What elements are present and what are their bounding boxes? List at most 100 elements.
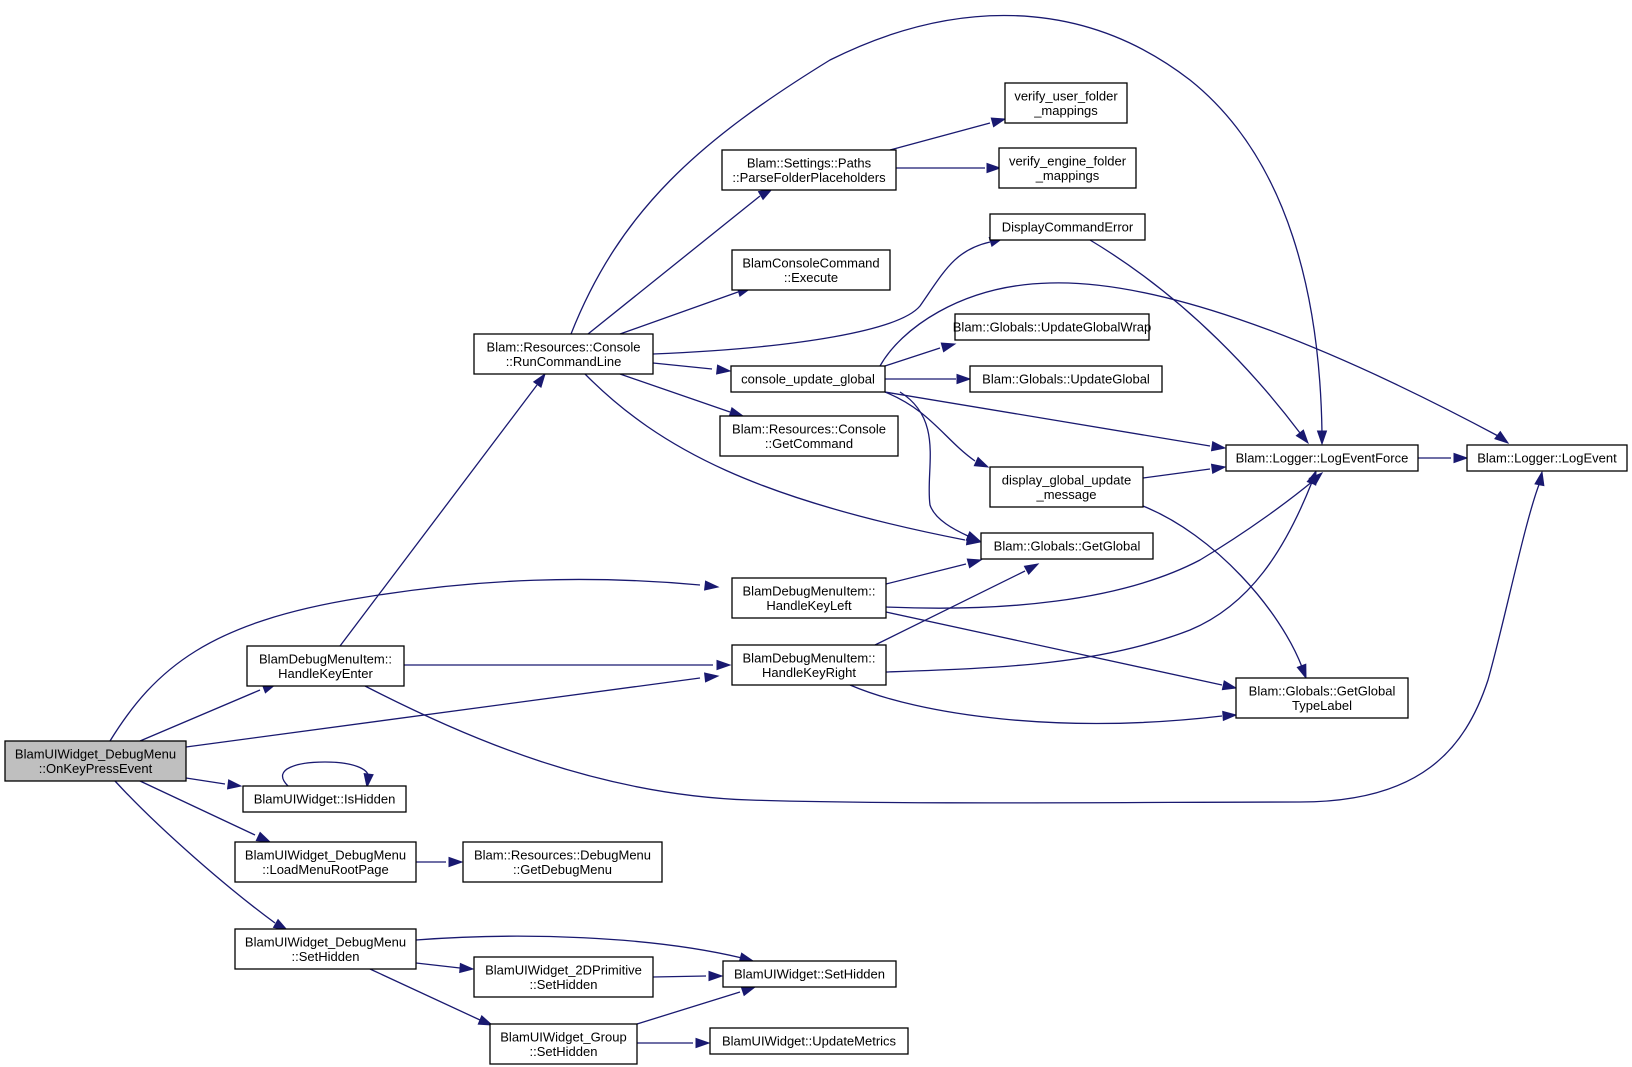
node-ishid[interactable]: BlamUIWidget::IsHidden	[242, 785, 407, 813]
node-label: ::SetHidden	[530, 1044, 598, 1059]
node-ug[interactable]: Blam::Globals::UpdateGlobal	[969, 365, 1163, 393]
edge-arrowhead	[226, 779, 243, 790]
node-box	[242, 785, 407, 813]
node-label: console_update_global	[741, 372, 875, 387]
node-paths[interactable]: Blam::Settings::Paths::ParseFolderPlaceh…	[721, 149, 897, 191]
node-box	[969, 365, 1163, 393]
edge-dmsethid-to-p2d	[415, 962, 475, 974]
node-label: HandleKeyRight	[762, 665, 856, 680]
node-label: HandleKeyEnter	[278, 666, 373, 681]
edge-arrowhead	[716, 659, 732, 671]
node-label: verify_user_folder	[1014, 88, 1118, 103]
edge-arrowhead	[990, 117, 1007, 128]
node-left[interactable]: BlamDebugMenuItem::HandleKeyLeft	[731, 577, 887, 619]
node-le[interactable]: Blam::Logger::LogEvent	[1466, 444, 1628, 472]
edge-line	[889, 122, 991, 151]
node-box	[719, 415, 899, 457]
node-right[interactable]: BlamDebugMenuItem::HandleKeyRight	[731, 644, 887, 686]
node-label: BlamUIWidget_2DPrimitive	[485, 962, 642, 977]
node-label: ::Execute	[784, 270, 838, 285]
node-wsethid[interactable]: BlamUIWidget::SetHidden	[722, 960, 897, 988]
node-getdbg[interactable]: Blam::Resources::DebugMenu::GetDebugMenu	[462, 841, 663, 883]
edge-runcmd-to-cug	[652, 362, 732, 375]
node-cug[interactable]: console_update_global	[730, 365, 886, 393]
node-enter[interactable]: BlamDebugMenuItem::HandleKeyEnter	[246, 645, 405, 687]
edge-line	[364, 481, 1541, 804]
node-upd[interactable]: BlamUIWidget::UpdateMetrics	[709, 1027, 909, 1055]
edge-arrowhead	[716, 364, 732, 375]
node-label: BlamUIWidget::IsHidden	[254, 792, 396, 807]
node-veng[interactable]: verify_engine_folder_mappings	[998, 147, 1137, 189]
node-label: Blam::Globals::GetGlobal	[1249, 683, 1396, 698]
node-p2d[interactable]: BlamUIWidget_2DPrimitive::SetHidden	[473, 956, 654, 998]
edge-root-to-left	[109, 578, 720, 742]
node-label: Blam::Globals::GetGlobal	[994, 539, 1141, 554]
node-label: BlamDebugMenuItem::	[743, 583, 876, 598]
node-label: BlamUIWidget::SetHidden	[734, 967, 885, 982]
node-dmsethid[interactable]: BlamUIWidget_DebugMenu::SetHidden	[234, 928, 417, 970]
node-box	[4, 740, 187, 782]
edge-runcmd-to-lef	[570, 14, 1328, 446]
edge-line	[899, 391, 969, 537]
node-root[interactable]: BlamUIWidget_DebugMenu::OnKeyPressEvent	[4, 740, 187, 782]
edge-arrowhead	[1222, 710, 1238, 722]
node-label: Blam::Globals::UpdateGlobal	[982, 372, 1150, 387]
edge-line	[885, 563, 967, 585]
edge-line	[619, 373, 731, 413]
edge-line	[570, 14, 1323, 434]
edge-arrowhead	[956, 373, 972, 385]
node-label: DisplayCommandError	[1002, 220, 1134, 235]
edge-line	[652, 975, 707, 978]
edge-arrowhead	[1316, 430, 1328, 446]
node-box	[998, 147, 1137, 189]
node-grp[interactable]: BlamUIWidget_Group::SetHidden	[489, 1023, 638, 1065]
node-label: ::OnKeyPressEvent	[39, 761, 153, 776]
node-dgum[interactable]: display_global_update_message	[989, 466, 1144, 508]
node-exec[interactable]: BlamConsoleCommand::Execute	[731, 249, 891, 291]
edge-p2d-to-wsethid	[652, 970, 724, 982]
node-gg[interactable]: Blam::Globals::GetGlobal	[980, 532, 1154, 560]
edge-arrowhead	[459, 962, 475, 974]
node-lef[interactable]: Blam::Logger::LogEventForce	[1225, 444, 1419, 472]
node-ugw[interactable]: Blam::Globals::UpdateGlobalWrap	[953, 313, 1151, 341]
edge-line	[587, 195, 761, 335]
edge-arrowhead	[1296, 663, 1307, 680]
node-vuser[interactable]: verify_user_folder_mappings	[1004, 82, 1128, 124]
edge-right-to-ggtl	[849, 684, 1238, 725]
edge-arrowhead	[965, 531, 982, 542]
node-getcmd[interactable]: Blam::Resources::Console::GetCommand	[719, 415, 899, 457]
node-label: ::SetHidden	[530, 977, 598, 992]
node-dce[interactable]: DisplayCommandError	[989, 213, 1146, 241]
edge-arrowhead	[477, 1015, 494, 1026]
node-box	[730, 365, 886, 393]
node-runcmd[interactable]: Blam::Resources::Console::RunCommandLine	[473, 333, 654, 375]
node-loadroot[interactable]: BlamUIWidget_DebugMenu::LoadMenuRootPage	[234, 841, 417, 883]
edge-enter-to-le	[364, 470, 1545, 804]
edge-arrowhead	[1295, 429, 1309, 445]
edge-line	[884, 391, 1211, 447]
node-layer: BlamUIWidget_DebugMenu::OnKeyPressEventB…	[4, 82, 1628, 1065]
edge-arrowhead	[532, 372, 546, 388]
node-box	[989, 466, 1144, 508]
node-box	[234, 841, 417, 883]
node-box	[246, 645, 405, 687]
node-label: ::RunCommandLine	[506, 354, 622, 369]
node-label: _message	[1036, 487, 1097, 502]
node-label: Blam::Resources::DebugMenu	[474, 847, 651, 862]
edge-cug-to-lef	[884, 391, 1227, 452]
node-box	[489, 1023, 638, 1065]
node-box	[1466, 444, 1628, 472]
edge-enter-to-right	[404, 659, 732, 671]
node-label: Blam::Logger::LogEvent	[1477, 451, 1617, 466]
edge-arrowhead	[728, 407, 745, 418]
edge-line	[415, 935, 743, 959]
node-label: TypeLabel	[1292, 698, 1352, 713]
edge-line	[884, 347, 941, 367]
edge-line	[339, 384, 538, 647]
edge-root-to-right	[185, 672, 720, 748]
edge-cug-to-gg	[899, 391, 982, 542]
node-label: _mappings	[1033, 103, 1098, 118]
node-box	[462, 841, 663, 883]
